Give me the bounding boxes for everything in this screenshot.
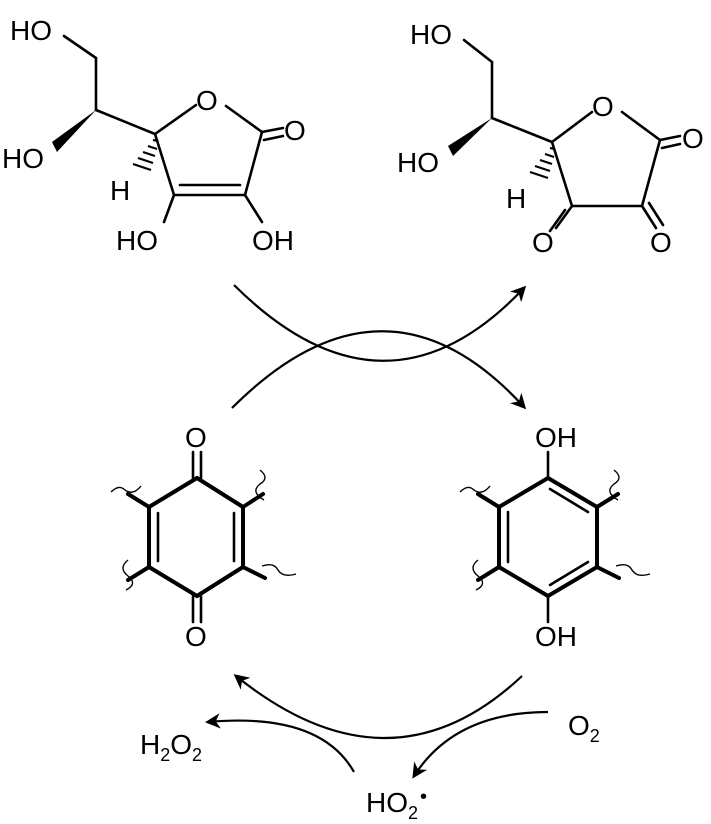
reduction-arrow [231, 330, 527, 410]
dehydro-ho-left-label: HO [397, 147, 439, 178]
dehydro-keto-o-right-label: O [650, 227, 672, 258]
wedge-bond [448, 118, 492, 156]
h2o2-label: H2O2 [140, 729, 202, 765]
quinone-structure: O O [110, 422, 297, 652]
dehydro-h-label: H [506, 183, 526, 214]
o2-to-ho2-arrow [412, 710, 549, 779]
quinone-o-top-label: O [185, 422, 207, 453]
ascorbic-oh-bottom-right-label: OH [252, 225, 294, 256]
ascorbic-carbonyl-o-label: O [284, 115, 306, 146]
ascorbic-ho-bottom-left-label: HO [116, 225, 158, 256]
hydroquinone-oh-top-label: OH [535, 422, 577, 453]
hydroquinone-structure: OH OH [459, 422, 651, 652]
dehydro-ho-top-label: HO [410, 19, 452, 50]
hydroquinone-oh-bottom-label: OH [535, 621, 577, 652]
hash-bond [132, 138, 159, 172]
hydroquinone-to-quinone-arrow [233, 674, 523, 739]
ascorbic-acid-structure: HO HO O O H HO OH [2, 15, 306, 256]
ascorbic-ho-top-label: HO [10, 15, 52, 46]
wedge-bond [52, 110, 96, 152]
oxidation-arrow [233, 284, 527, 362]
ho2-to-h2o2-arrow [204, 713, 355, 773]
oxygen-reduction-arrows [204, 674, 549, 779]
dehydro-ring-o-label: O [592, 91, 614, 122]
quinone-o-bottom-label: O [185, 621, 207, 652]
dehydro-carbonyl-o-label: O [682, 123, 704, 154]
ascorbic-ring-o-label: O [196, 85, 218, 116]
hash-bond [529, 146, 556, 180]
o2-label: O2 [568, 710, 600, 746]
ascorbic-h-label: H [110, 175, 130, 206]
ho2-radical-label: HO2• [366, 786, 427, 823]
dehydroascorbic-acid-structure: HO HO O O H O O [397, 19, 704, 258]
redox-crossing-arrows [231, 284, 527, 410]
dehydro-keto-o-left-label: O [532, 227, 554, 258]
ascorbic-ho-left-label: HO [2, 143, 44, 174]
